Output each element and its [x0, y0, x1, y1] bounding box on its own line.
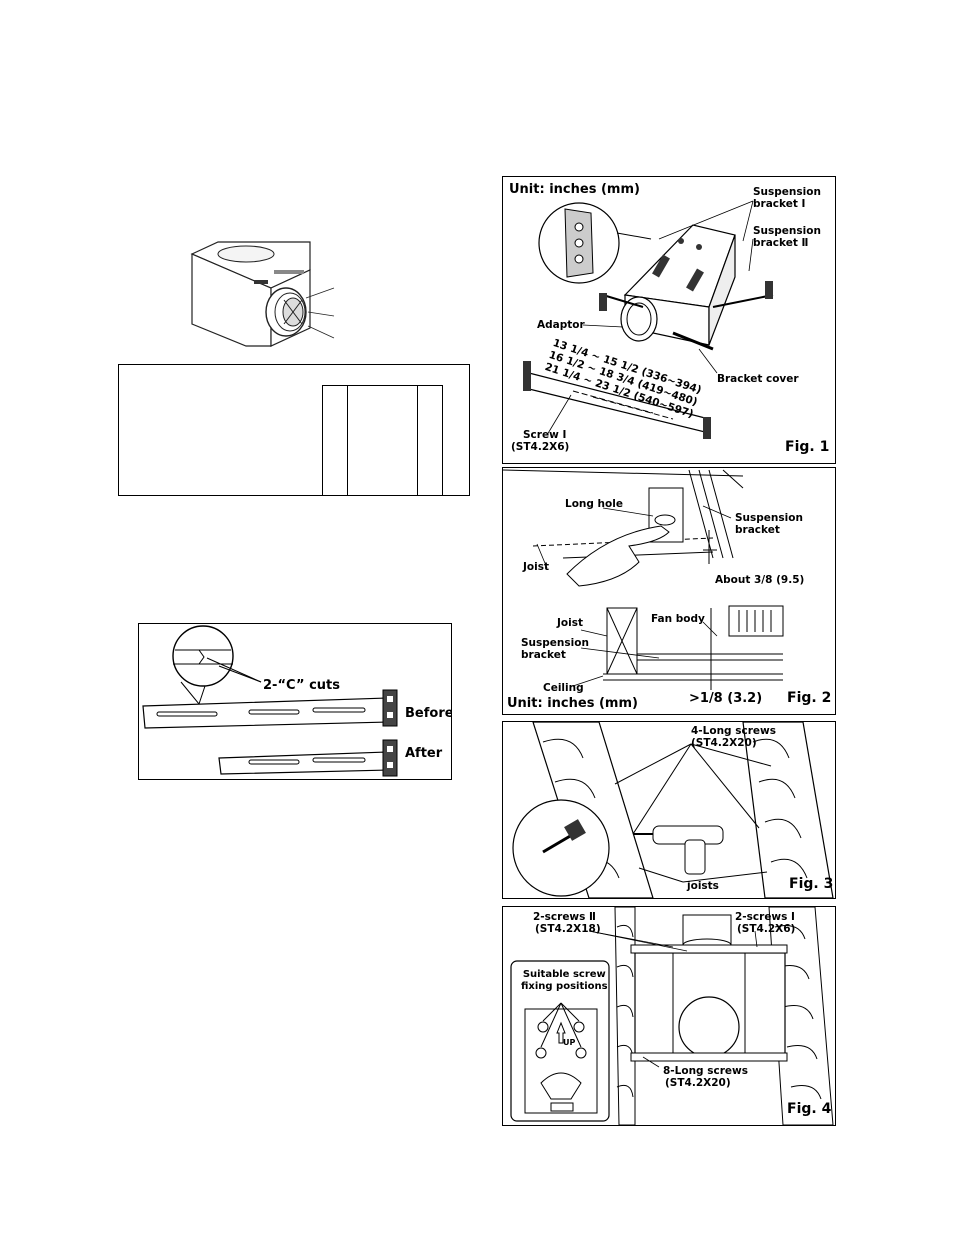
fig1-screw-label: Screw Ⅰ — [523, 429, 567, 441]
c-cuts-label: 2-“C” cuts — [263, 678, 340, 693]
fig4-panel: 2-screws Ⅱ (ST4.2X18) 2-screws Ⅰ (ST4.2X… — [502, 906, 836, 1126]
fig2-ceiling-label: Ceiling — [543, 682, 584, 694]
fig4-number: Fig. 4 — [787, 1101, 832, 1117]
fig1-suspension-bracket-2-label: Suspension bracket Ⅱ — [753, 225, 821, 249]
table-cell-divider — [442, 385, 443, 495]
fig2-panel: Long hole Suspension bracket Joist About… — [502, 467, 836, 715]
fig2-unit-label: Unit: inches (mm) — [507, 696, 638, 711]
after-label: After — [405, 746, 443, 761]
fig3-joists-label: joists — [687, 880, 719, 892]
fig2-number: Fig. 2 — [787, 690, 832, 706]
fig4-long-screws-spec: (ST4.2X20) — [665, 1077, 731, 1089]
fig4-up-label: UP — [563, 1038, 576, 1047]
table-cell-divider — [347, 385, 348, 495]
fig3-panel: 4-Long screws (ST4.2X20) joists Fig. 3 — [502, 721, 836, 899]
specification-table — [118, 364, 470, 496]
fig4-suitable-label: Suitable screw fixing positions — [521, 969, 608, 992]
fig1-unit-label: Unit: inches (mm) — [509, 182, 640, 197]
fig2-long-hole-label: Long hole — [565, 498, 623, 510]
fan-housing-illustration — [186, 240, 336, 352]
fig4-screws-1-label: 2-screws Ⅰ — [735, 911, 795, 923]
table-cell-divider — [417, 385, 418, 495]
bracket-cuts-figure: 2-“C” cuts Before After — [138, 623, 452, 780]
fig4-screws-2-spec: (ST4.2X18) — [535, 923, 601, 935]
before-label: Before — [405, 706, 452, 721]
fig1-number: Fig. 1 — [785, 439, 830, 455]
fig1-screw-spec: (ST4.2X6) — [511, 441, 570, 453]
fig1-suspension-bracket-1-label: Suspension bracket Ⅰ — [753, 186, 821, 210]
fig1-adaptor-label: Adaptor — [537, 319, 585, 331]
fig2-suspension-bracket-label-2: Suspension bracket — [521, 637, 589, 661]
fig3-number: Fig. 3 — [789, 876, 834, 892]
fig2-gap-label: >1/8 (3.2) — [689, 691, 763, 706]
fig2-suspension-bracket-label: Suspension bracket — [735, 512, 803, 536]
table-cell-divider — [322, 385, 323, 495]
fig1-panel: Unit: inches (mm) Suspension bracket Ⅰ S… — [502, 176, 836, 464]
fig2-joist-label-2: Joist — [557, 617, 583, 629]
fig2-about-label: About 3/8 (9.5) — [715, 574, 805, 586]
fig4-screws-1-spec: (ST4.2X6) — [737, 923, 796, 935]
fig1-bracket-cover-label: Bracket cover — [717, 373, 799, 385]
fig2-fan-body-label: Fan body — [651, 613, 705, 625]
fig3-long-screws-label: 4-Long screws — [691, 725, 776, 737]
fig4-long-screws-label: 8-Long screws — [663, 1065, 748, 1077]
fig4-screws-2-label: 2-screws Ⅱ — [533, 911, 596, 923]
fig3-long-screws-spec: (ST4.2X20) — [691, 737, 757, 749]
table-row-divider — [322, 385, 443, 386]
fig2-joist-label: Joist — [523, 561, 549, 573]
